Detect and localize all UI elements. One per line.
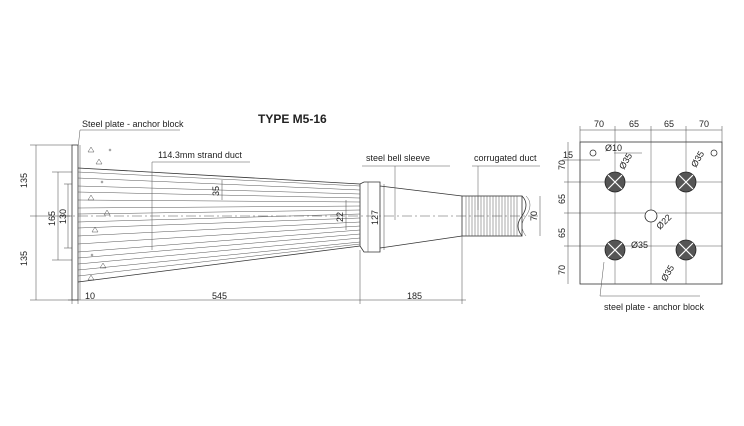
corrugated-label: corrugated duct (474, 153, 537, 163)
left-dim-4: 70 (557, 265, 567, 275)
anchor-hole-tl (604, 171, 626, 193)
hole-label-br: Ø35 (659, 263, 676, 283)
small-hole-right (710, 149, 718, 157)
bell-sleeve (359, 181, 381, 253)
dim-185: 185 (407, 291, 422, 301)
plate-label: Steel plate - anchor block (82, 119, 184, 129)
small-hole-left (589, 149, 597, 157)
bottom-dimensions (68, 236, 466, 304)
top-dim-2: 65 (629, 119, 639, 129)
plate-view-label: steel plate - anchor block (604, 302, 705, 312)
top-dim-1: 70 (594, 119, 604, 129)
left-dim-3: 65 (557, 228, 567, 238)
bell-label: steel bell sleeve (366, 153, 430, 163)
dim-10: 10 (85, 291, 95, 301)
left-dimensions (30, 144, 72, 301)
dim-inner-165: 165 (47, 211, 57, 226)
anchor-hole-bl (604, 239, 626, 261)
side-view: Steel plate - anchor block 114.3mm stran… (19, 119, 541, 304)
dim-left-bottom: 135 (19, 251, 29, 266)
top-dim-3: 65 (664, 119, 674, 129)
dim-left-top: 135 (19, 173, 29, 188)
concrete-speckle (87, 146, 112, 281)
hole-label-bl: Ø35 (631, 240, 648, 250)
plate-view: 70 65 65 70 70 65 65 70 15 Ø10 (557, 119, 723, 312)
grout-hole (644, 209, 658, 223)
hole-label-tl: Ø35 (617, 151, 634, 171)
strand-duct-label: 114.3mm strand duct (158, 150, 242, 160)
dim-545: 545 (212, 291, 227, 301)
dim-22: 22 (335, 212, 345, 222)
anchor-hole-br (675, 239, 697, 261)
left-dim-1: 70 (557, 160, 567, 170)
dim-15: 15 (563, 150, 573, 160)
dim-70-duct: 70 (529, 211, 539, 221)
left-dim-2: 65 (557, 194, 567, 204)
drawing-title: TYPE M5-16 (258, 112, 327, 126)
top-dim-4: 70 (699, 119, 709, 129)
strand-fan (77, 171, 361, 277)
anchor-hole-tr (675, 171, 697, 193)
hole-label-tr: Ø35 (689, 149, 706, 169)
anchor-plate (71, 144, 79, 301)
dim-inner-130: 130 (58, 209, 68, 224)
hole-small-label: Ø10 (605, 143, 622, 153)
dim-35: 35 (211, 186, 221, 196)
dim-127: 127 (370, 210, 380, 225)
